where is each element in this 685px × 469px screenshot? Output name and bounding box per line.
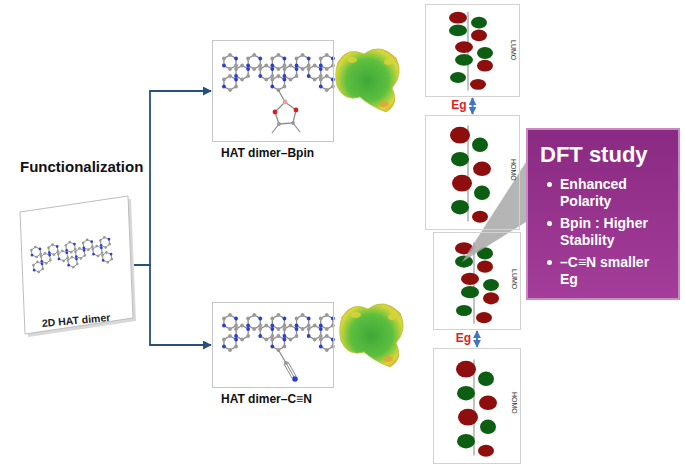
- bullet-text: Bpin : Higher Stability: [540, 215, 658, 249]
- heading-label: Functionalization: [20, 158, 143, 175]
- summary-box: DFT studyEnhanced PolarityBpin : Higher …: [526, 128, 680, 300]
- orbital-label: LUMO: [511, 269, 518, 289]
- cn-structure: [212, 302, 335, 388]
- gap-arrow: [472, 98, 474, 114]
- molecule-label: HAT dimer–Bpin: [221, 146, 314, 160]
- orbital-label: HOMO: [510, 159, 517, 181]
- esp-map: [336, 49, 399, 112]
- structure-box: HAT dimer–C≡N: [212, 302, 334, 388]
- branch-arrow: [134, 265, 211, 345]
- orbital-box: HOMO: [433, 348, 521, 464]
- orbital-box: LUMO: [425, 4, 520, 97]
- molecule-card: 2D HAT dimer: [18, 196, 134, 334]
- molecule-label: 2D HAT dimer: [18, 309, 135, 331]
- structure-box: HAT dimer–Bpin: [212, 40, 334, 142]
- box-heading: DFT study: [540, 142, 670, 168]
- branch-arrow: [134, 91, 211, 265]
- molecule-label: HAT dimer–C≡N: [221, 392, 312, 406]
- orbital-label: LUMO: [510, 40, 517, 60]
- orbital-box: LUMO: [433, 232, 521, 330]
- bullet-text: Enhanced Polarity: [540, 176, 658, 210]
- orbital-label: HOMO: [511, 392, 518, 414]
- orbital-box: HOMO: [425, 115, 520, 230]
- esp-map: [340, 304, 403, 367]
- gap-arrow: [476, 331, 478, 347]
- bpin-structure: [212, 40, 335, 142]
- bullet-text: –C≡N smaller Eg: [540, 254, 658, 288]
- gap-label: Eg: [449, 331, 471, 345]
- gap-label: Eg: [445, 98, 467, 112]
